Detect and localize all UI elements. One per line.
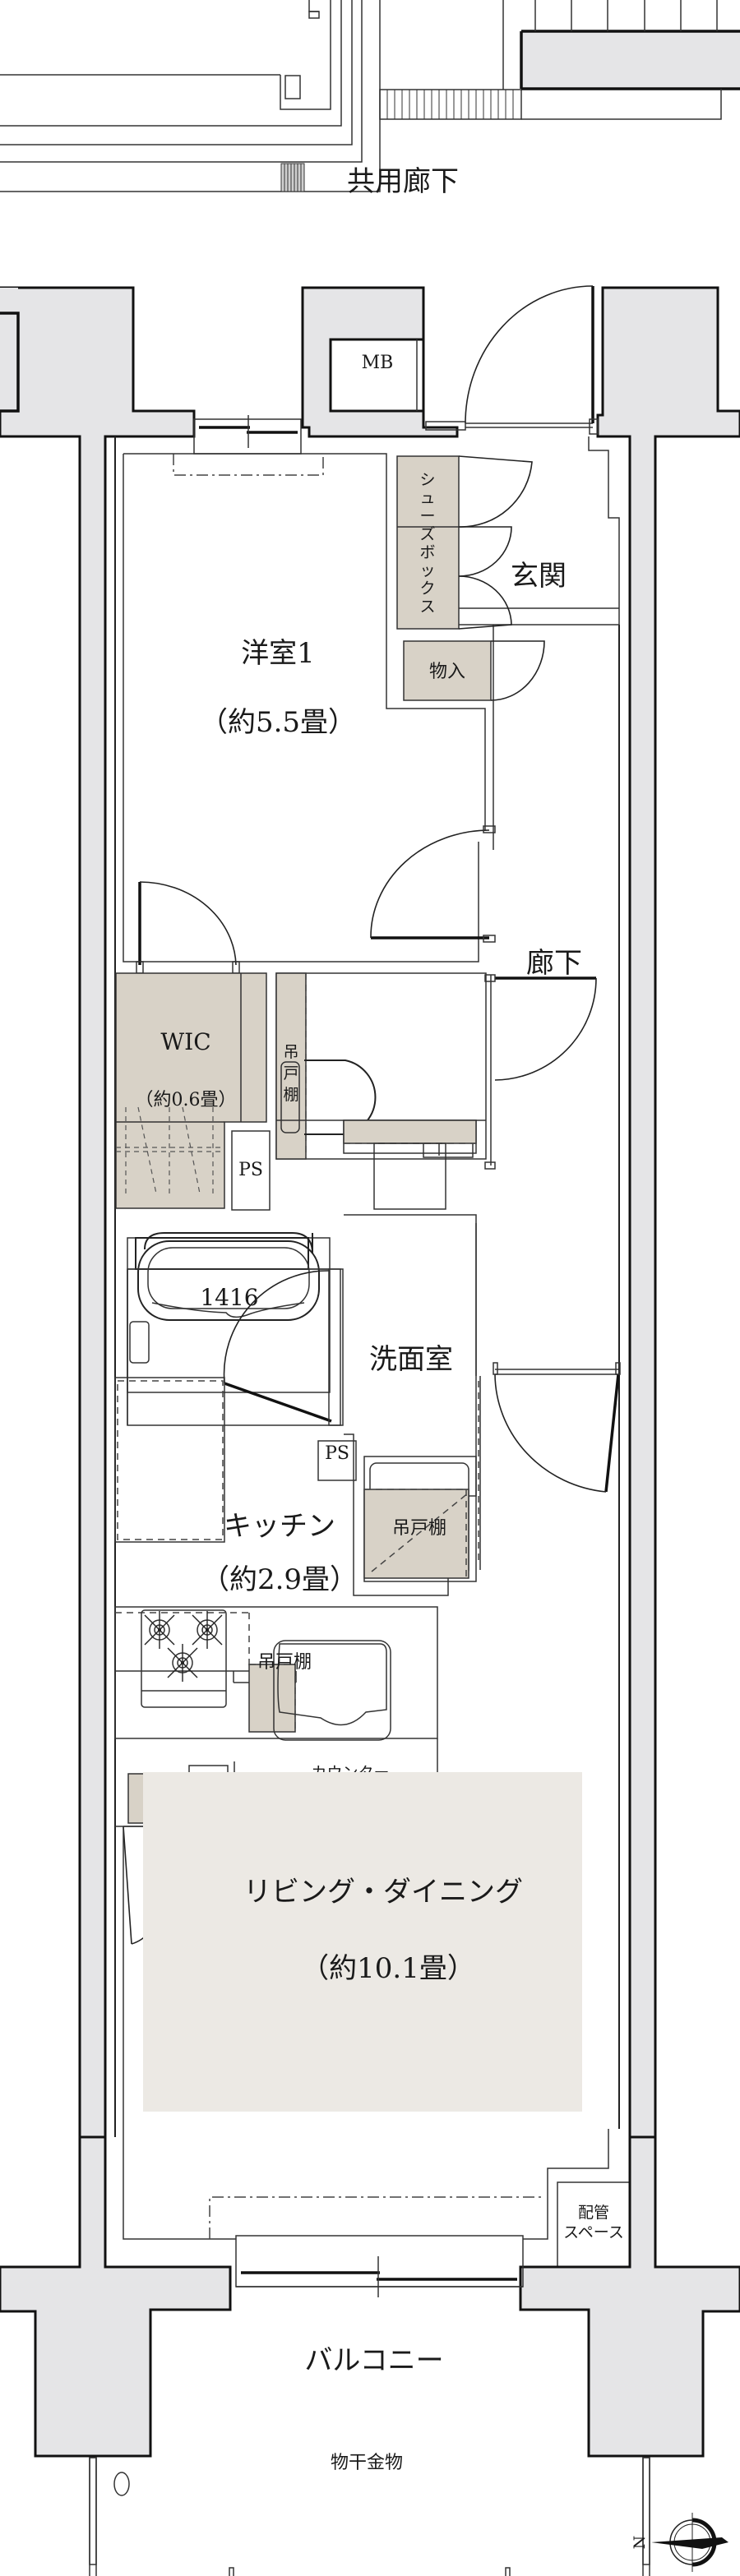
corridor-storage-door[interactable] xyxy=(493,1362,621,1493)
label-shoe-box: シ ュ ー ズ ボ ッ ク ス xyxy=(419,471,435,616)
svg-text:ク: ク xyxy=(419,579,435,598)
label-kitchen-size: （約2.9畳） xyxy=(201,1563,358,1596)
svg-text:ス: ス xyxy=(419,598,435,616)
svg-text:ボ: ボ xyxy=(419,543,435,561)
label-living-dining: リビング・ダイニング xyxy=(243,1876,523,1909)
svg-text:N: N xyxy=(631,2536,649,2550)
north-compass-icon: N xyxy=(631,2513,728,2572)
svg-text:シ: シ xyxy=(419,471,435,489)
svg-text:戸: 戸 xyxy=(283,1064,298,1083)
washroom-hanging-shelf xyxy=(363,1456,477,1582)
label-balcony: バルコニー xyxy=(304,2344,443,2377)
balcony-sliding-window[interactable] xyxy=(235,2235,524,2297)
label-living-dining-size: （約10.1畳） xyxy=(301,1952,475,1985)
svg-text:ー: ー xyxy=(419,507,435,525)
label-wic: WIC xyxy=(160,1028,210,1055)
label-toilet-hanging-shelf: 吊 戸 棚 xyxy=(283,1043,298,1104)
adjacent-building-outline xyxy=(0,0,740,192)
bathroom xyxy=(127,1232,344,1426)
svg-text:ズ: ズ xyxy=(419,525,435,543)
label-ps-2: PS xyxy=(325,1443,349,1464)
walk-in-closet[interactable] xyxy=(115,972,267,1209)
pipe-space-1 xyxy=(231,1130,271,1211)
refrigerator-space xyxy=(114,1377,225,1543)
label-washroom: 洗面室 xyxy=(369,1343,453,1376)
balcony-railing xyxy=(89,2457,650,2565)
svg-text:ッ: ッ xyxy=(419,561,435,579)
pipe-space-2 xyxy=(317,1440,357,1481)
shoe-box[interactable] xyxy=(396,455,533,630)
label-piping-space-1: 配管 xyxy=(578,2204,609,2222)
washroom xyxy=(343,1119,481,1596)
western-room-door[interactable] xyxy=(370,825,496,943)
balcony xyxy=(89,2457,650,2576)
label-storage-1: 物入 xyxy=(429,662,465,682)
svg-text:ュ: ュ xyxy=(419,489,435,507)
label-mb: MB xyxy=(362,353,394,373)
label-western-room: 洋室1 xyxy=(241,637,315,670)
storage-closet-1[interactable] xyxy=(403,640,545,701)
svg-text:吊: 吊 xyxy=(283,1043,298,1061)
label-wic-size: （約0.6畳） xyxy=(136,1090,237,1110)
balcony-side-walls xyxy=(0,2135,740,2458)
entrance-door[interactable] xyxy=(425,285,599,435)
label-piping-space-2: スペース xyxy=(563,2223,624,2241)
label-ps-1: PS xyxy=(238,1160,263,1180)
living-dining-area xyxy=(143,1772,582,2112)
toilet-door[interactable] xyxy=(484,974,597,1170)
bathroom-door[interactable] xyxy=(223,1268,341,1426)
label-bath-size: 1416 xyxy=(200,1284,258,1311)
svg-text:棚: 棚 xyxy=(283,1086,298,1104)
wic-door[interactable] xyxy=(136,881,240,974)
interior-outlines xyxy=(114,436,620,2137)
label-kitchen: キッチン xyxy=(224,1510,335,1543)
label-wash-hanging-shelf: 吊戸棚 xyxy=(392,1518,446,1539)
label-entrance: 玄関 xyxy=(511,560,567,593)
label-common-corridor: 共用廊下 xyxy=(347,165,459,198)
corridor-side-walls xyxy=(0,286,740,2237)
label-kitchen-hanging-shelf: 吊戸棚 xyxy=(257,1652,312,1673)
label-western-room-size: （約5.5畳） xyxy=(200,706,356,739)
label-hallway: 廊下 xyxy=(526,947,582,980)
label-laundry-hanger: 物干金物 xyxy=(331,2453,403,2473)
window-western-room[interactable] xyxy=(173,415,324,476)
stove-burner-icon xyxy=(144,1611,223,1682)
kitchen-counter xyxy=(114,1606,438,1741)
